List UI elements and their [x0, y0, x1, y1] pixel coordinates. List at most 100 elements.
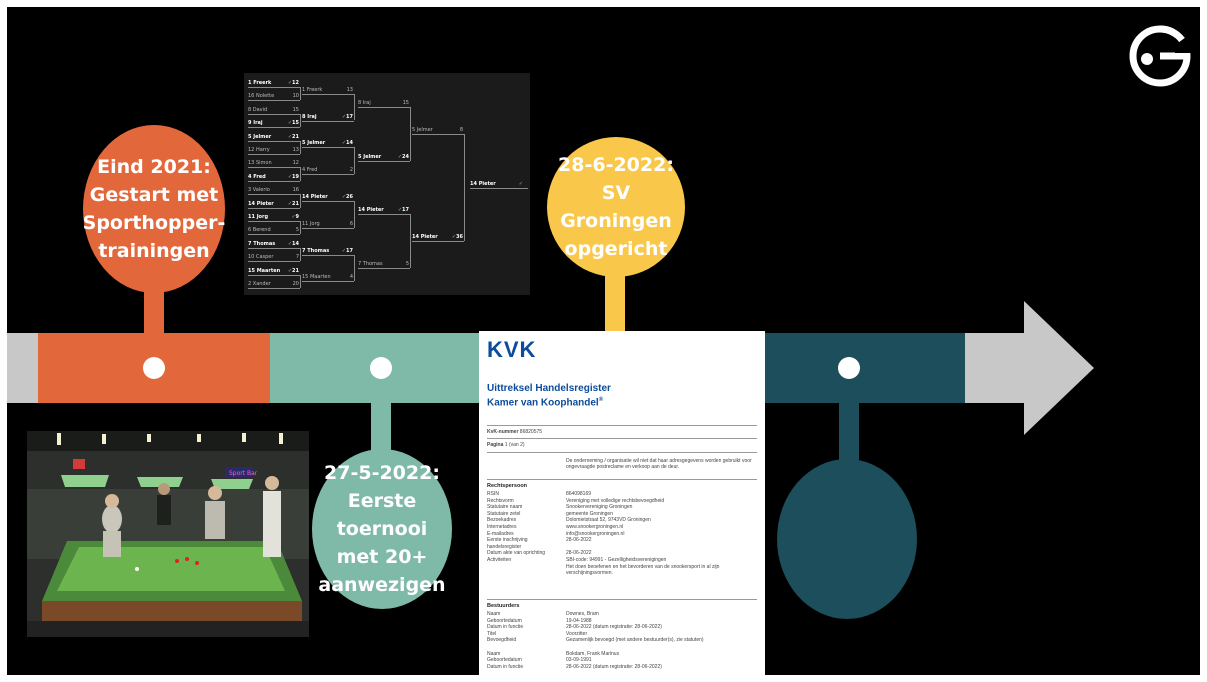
- kvk-number-value: 86820575: [519, 429, 543, 435]
- kvk-divider: [487, 425, 757, 426]
- bracket-score: 4: [349, 274, 353, 281]
- bracket-score: 17: [342, 247, 353, 255]
- bracket-entry: 4 Fred19: [248, 173, 300, 182]
- kvk-field-label: Statutaire naam: [487, 504, 523, 511]
- bracket-player-name: 8 Iraj: [302, 113, 317, 120]
- bracket-score: 5: [405, 260, 409, 267]
- bracket-score: 17: [342, 113, 353, 121]
- kvk-field-value: SBI-code: 94991 - Gezelligheidsverenigin…: [566, 557, 667, 563]
- bracket-player-name: 5 Jelmer: [358, 153, 382, 160]
- bracket-connector: [300, 167, 301, 181]
- timeline-segment-teal-dark: [765, 333, 965, 403]
- bracket-score: 21: [288, 133, 299, 141]
- slide: Eind 2021: Gestart met Sporthopper- trai…: [7, 7, 1200, 675]
- kvk-field-value: Snookervereniging Groningen: [566, 504, 633, 511]
- bracket-score: 2: [349, 167, 353, 174]
- kvk-field-value: Voorzitter: [566, 630, 588, 637]
- kvk-document: KVK Uittreksel Handelsregister Kamer van…: [479, 331, 765, 675]
- bracket-score: 12: [292, 160, 299, 167]
- kvk-field-label: Internetadres: [487, 524, 517, 530]
- kvk-field-value: Bokdam, Frank Marinus: [566, 650, 620, 657]
- bracket-player-name: 2 Xander: [248, 281, 271, 287]
- bracket-score: 17: [398, 206, 409, 214]
- bracket-player-name: 10 Casper: [248, 254, 274, 261]
- bracket-player-name: 8 David: [248, 106, 268, 113]
- kvk-page-row: Pagina 1 (van 2): [487, 442, 757, 448]
- kvk-divider: [487, 438, 757, 439]
- bracket-score: 13: [292, 147, 299, 153]
- bracket-player-name: 1 Freerk: [248, 80, 272, 86]
- bracket-connector: [300, 274, 301, 288]
- bracket-entry: 5 Jelmer 8: [412, 126, 464, 135]
- kvk-field-label: Rechtsvorm: [487, 497, 514, 504]
- bracket-player-name: 1 Freerk: [302, 86, 323, 93]
- kvk-field-label: Eerste inschrijving: [487, 537, 528, 544]
- kvk-divider: [487, 599, 757, 600]
- kvk-field-label: Datum in functie: [487, 663, 524, 670]
- kvk-field-value: verschijningsvormen.: [566, 570, 613, 577]
- kvk-field-label: Bezoekadres: [487, 517, 517, 524]
- bracket-entry: 2 Xander 20: [248, 280, 300, 289]
- bracket-player-name: 14 Pieter: [302, 193, 328, 200]
- kvk-title-2: Kamer van Koophandel®: [487, 397, 603, 408]
- photo-sign-text: Sport Bar: [229, 470, 258, 477]
- bracket-score: 36: [452, 233, 463, 241]
- timeline-dot-1: [143, 357, 165, 379]
- snooker-photo: Sport Bar: [27, 431, 309, 637]
- bracket-score: 8: [459, 126, 463, 133]
- bracket-score: [519, 180, 523, 188]
- bracket-player-name: 5 Jelmer: [412, 126, 433, 133]
- bracket-player-name: 5 Jelmer: [302, 140, 326, 147]
- bracket-connector: [410, 214, 411, 268]
- bracket-connector: [354, 200, 355, 228]
- bracket-connector: [300, 87, 301, 101]
- stem-yellow: [605, 269, 625, 335]
- kvk-divider: [487, 452, 757, 453]
- bracket-score: 21: [288, 267, 299, 275]
- bracket-player-name: 11 Jorg: [302, 220, 320, 227]
- bracket-entry: 3 Valerio 16: [248, 186, 300, 196]
- kvk-field-label: RSIN: [487, 491, 499, 497]
- bracket-player-name: 14 Pieter: [412, 234, 438, 241]
- bracket-player-name: 14 Pieter: [358, 207, 384, 214]
- kvk-field-value: 28-06-2022 (datum registratie: 28-06-202…: [566, 624, 662, 631]
- bracket-score: 14: [342, 139, 353, 147]
- bracket-score: 15: [288, 119, 299, 127]
- bracket-score: 10: [292, 93, 299, 100]
- bracket-score: 21: [288, 200, 299, 208]
- kvk-field-label: Datum in functie: [487, 624, 524, 631]
- kvk-field-label: Activiteiten: [487, 557, 512, 563]
- bracket-player-name: 3 Valerio: [248, 187, 270, 194]
- bracket-connector: [464, 133, 465, 242]
- kvk-logo: KVK: [487, 337, 537, 362]
- bracket-entry: 5 Jelmer 24: [358, 153, 410, 162]
- kvk-field-value: Dolomietstraat 52, 9743VD Groningen: [566, 517, 651, 524]
- bracket-entry: 5 Jelmer21: [248, 133, 300, 142]
- kvk-page-value: 1 (van 2): [504, 442, 525, 448]
- kvk-notice-row: De onderneming / organisatie wil niet da…: [487, 458, 757, 472]
- bracket-player-name: 11 Jorg: [248, 214, 269, 220]
- bracket-score: 19: [288, 173, 299, 181]
- bracket-score: 16: [292, 187, 299, 194]
- kvk-field-value: 19-04-1988: [566, 617, 592, 624]
- bracket-entry: 14 Pieter21: [248, 200, 300, 209]
- stem-orange: [144, 287, 164, 337]
- bracket-score: 20: [292, 281, 299, 287]
- bracket-score: 24: [398, 153, 409, 161]
- kvk-field-label: Naam: [487, 611, 501, 617]
- kvk-field-value: Vereniging met volledige rechtsbevoegdhe…: [566, 497, 665, 504]
- milestone-bubble-28-6-2022: 28-6-2022: SV Groningen opgericht: [547, 137, 685, 277]
- kvk-field-value: info@snookergroningen.nl: [566, 530, 625, 537]
- bracket-score: 6: [349, 220, 353, 227]
- bracket-connector: [300, 221, 301, 235]
- kvk-field-value: 28-06-2022: [566, 550, 592, 557]
